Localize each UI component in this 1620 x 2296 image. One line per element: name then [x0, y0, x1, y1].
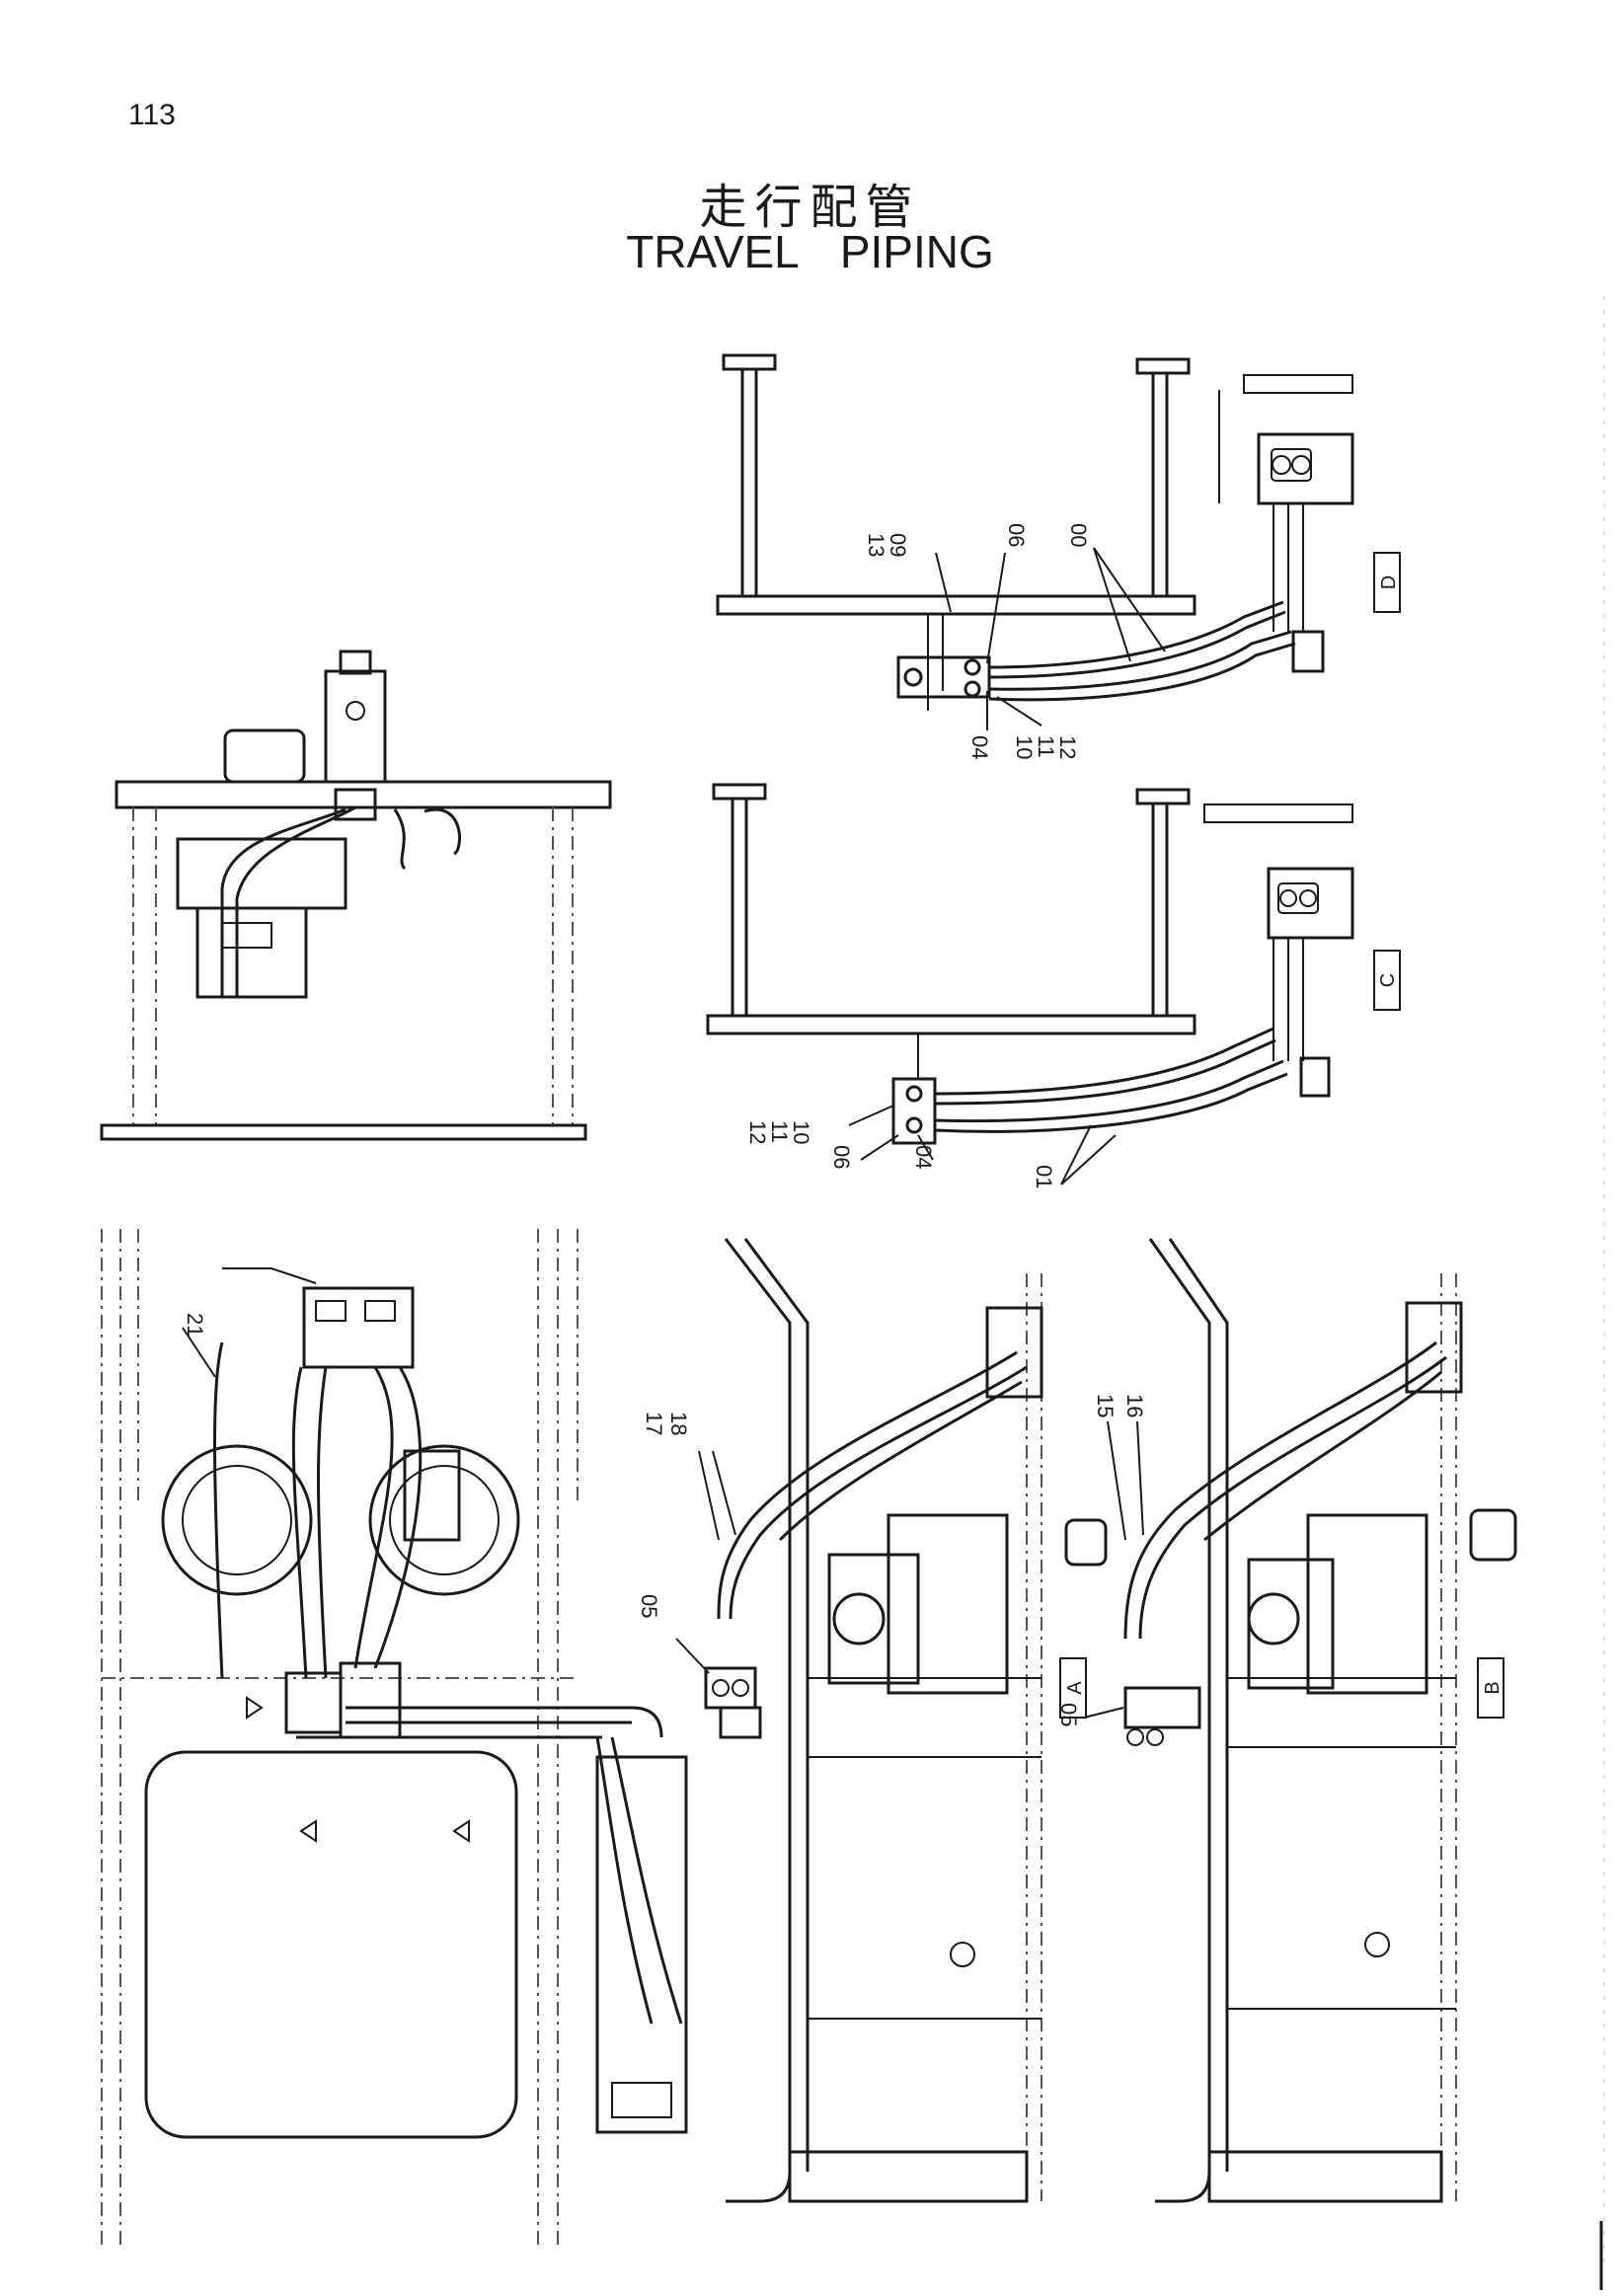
callout-10: 10 [789, 1120, 813, 1144]
callout-11: 11 [767, 1120, 792, 1143]
callout-05: 05 [637, 1594, 661, 1618]
callout-15: 15 [1093, 1394, 1118, 1417]
title-english: TRAVEL PIPING [626, 226, 994, 277]
callout-11: 11 [1034, 735, 1058, 758]
callout-04: 04 [967, 735, 992, 759]
view-b-tag: B [1482, 1681, 1504, 1694]
side-elevation-view [100, 650, 612, 1141]
callout-06: 06 [1004, 523, 1029, 547]
view-a-detail: A 17 18 05 [637, 1238, 1108, 2203]
view-a-tag: A [1064, 1681, 1086, 1695]
view-d-tag: D [1378, 575, 1400, 589]
view-c-tag: C [1377, 973, 1399, 987]
main-plan-view: 21 [101, 1229, 688, 2251]
callout-01: 01 [1032, 1165, 1056, 1188]
view-b-detail: B 15 16 05 [1056, 1238, 1517, 2203]
callout-17: 17 [642, 1412, 666, 1435]
view-d-detail: D 13 09 06 00 04 10 11 12 [716, 353, 1401, 759]
callout-12: 12 [745, 1120, 770, 1144]
callout-10: 10 [1012, 735, 1037, 759]
callout-06: 06 [829, 1145, 854, 1169]
callout-09: 09 [886, 533, 910, 557]
callout-05: 05 [1056, 1703, 1081, 1726]
title-chinese: 走行配管 [699, 180, 921, 235]
callout-16: 16 [1122, 1394, 1147, 1417]
callout-13: 13 [864, 533, 888, 557]
page-number: 113 [128, 99, 176, 131]
callout-04: 04 [911, 1145, 936, 1169]
callout-18: 18 [666, 1412, 691, 1435]
view-c-detail: C 12 11 10 06 04 01 [706, 783, 1401, 1188]
callout-12: 12 [1055, 735, 1080, 759]
callout-00: 00 [1066, 523, 1091, 547]
